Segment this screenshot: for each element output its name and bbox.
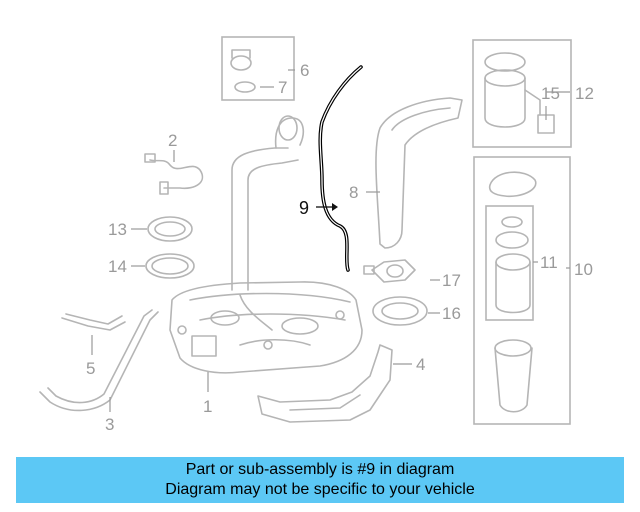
- fuel-cap: [230, 49, 256, 93]
- callout-13: 13: [108, 220, 127, 239]
- sensor-wire: [144, 153, 204, 195]
- banner-line-1: Part or sub-assembly is #9 in diagram: [185, 461, 455, 478]
- callout-6: 6: [300, 61, 309, 80]
- callout-16: 16: [442, 304, 461, 323]
- info-banner: Part or sub-assembly is #9 in diagram Di…: [16, 457, 624, 503]
- heat-shield: [257, 344, 393, 423]
- callout-1: 1: [203, 397, 212, 416]
- seal-ring: [145, 253, 195, 279]
- callout-labels: 1 2 3 4 5 6 7 8 9 10 11 12 13 14 15 16 1…: [86, 61, 594, 434]
- callout-leaders: [91, 69, 570, 412]
- vent-valve: [363, 259, 416, 283]
- tank-straps: [39, 309, 159, 412]
- callout-5: 5: [86, 359, 95, 378]
- fuel-tank: [169, 281, 363, 374]
- callout-17: 17: [442, 271, 461, 290]
- filler-pipe: [375, 97, 463, 249]
- parts-diagram: 1 2 3 4 5 6 7 8 9 10 11 12 13 14 15 16 1…: [39, 36, 594, 434]
- box-pump-group: [472, 39, 572, 148]
- callout-8: 8: [349, 183, 358, 202]
- banner-line-2: Diagram may not be specific to your vehi…: [165, 481, 475, 498]
- fuel-pump-module: [484, 52, 555, 134]
- callout-3: 3: [105, 415, 114, 434]
- part-9-hose: [318, 65, 363, 272]
- lock-ring: [147, 216, 193, 242]
- callout-10: 10: [574, 260, 593, 279]
- box-filter-subgroup: [485, 205, 534, 321]
- fuel-filter-parts: [488, 171, 537, 413]
- box-filter-group: [473, 156, 571, 425]
- callout-15: 15: [541, 84, 560, 103]
- callout-12: 12: [575, 84, 594, 103]
- pump-flange: [372, 296, 428, 326]
- callout-11: 11: [540, 253, 558, 272]
- callout-7: 7: [278, 78, 287, 97]
- box-cap-group: [221, 36, 295, 101]
- filler-neck: [231, 115, 305, 331]
- callout-9: 9: [299, 198, 309, 218]
- callout-4: 4: [416, 355, 425, 374]
- callout-14: 14: [108, 257, 127, 276]
- callout-2: 2: [168, 131, 177, 150]
